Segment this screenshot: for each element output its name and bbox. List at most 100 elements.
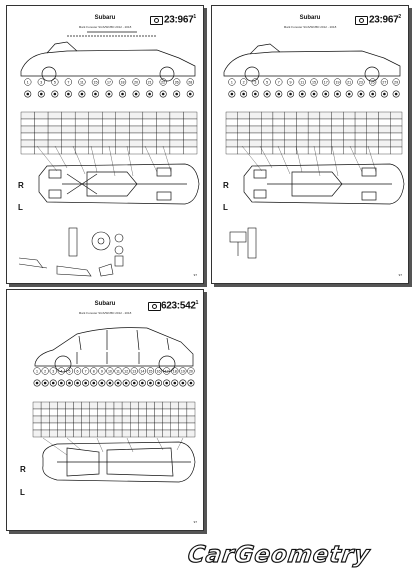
table-cell	[57, 401, 66, 410]
table-cell	[20, 139, 35, 148]
sheet-1-brand: Subaru	[94, 15, 116, 21]
table-cell	[272, 125, 285, 134]
sheet-1: Subaru Mark Forester SGS/SK/BD 2012 - 20…	[6, 5, 204, 284]
table-cell	[186, 401, 196, 410]
table-cell	[97, 415, 107, 424]
car-top-view-2	[243, 163, 405, 205]
mount-type-icon-core	[277, 92, 281, 96]
mount-type-icon-core	[312, 92, 316, 96]
point-number-circle	[105, 78, 113, 86]
table-cell	[154, 408, 163, 417]
table-cell	[331, 125, 344, 134]
point-number-circle	[91, 78, 100, 86]
point-number-circle	[114, 367, 122, 375]
table-cell	[296, 132, 309, 141]
point-number-circle	[73, 367, 82, 375]
point-number-circle	[186, 78, 194, 86]
table-cell	[249, 132, 262, 141]
table-cell	[183, 125, 198, 134]
table-cell	[249, 118, 262, 127]
point-number: 7	[67, 80, 69, 84]
side-label-r: R	[223, 181, 229, 190]
table-cell	[74, 118, 89, 127]
side-label-r: R	[18, 181, 24, 190]
table-cell	[343, 111, 356, 120]
point-number: 21	[148, 80, 152, 84]
table-cell	[105, 429, 115, 438]
table-cell	[319, 132, 332, 141]
table-cell	[284, 146, 297, 155]
table-cell	[115, 139, 130, 148]
table-cell	[162, 415, 171, 424]
table-cell	[88, 111, 103, 120]
mount-type-icon-core	[94, 92, 97, 96]
table-cell	[249, 125, 262, 134]
point-number-circle	[154, 367, 163, 375]
table-cell	[130, 415, 139, 424]
car-side-view-2	[223, 43, 401, 82]
table-cell	[170, 408, 179, 417]
mount-type-icon-core	[92, 381, 96, 385]
mount-type-icon-core	[43, 381, 47, 385]
point-number-circle	[78, 78, 86, 86]
table-cell	[115, 132, 130, 141]
point-number-circle	[275, 78, 283, 86]
mount-type-icon-core	[67, 92, 70, 96]
table-cell	[237, 111, 250, 120]
table-cell	[65, 401, 74, 410]
table-cell	[138, 422, 147, 431]
table-cell	[32, 422, 42, 431]
table-cell	[146, 415, 155, 424]
table-cell	[261, 118, 274, 127]
table-cell	[390, 132, 403, 141]
table-cell	[47, 111, 62, 120]
table-cell	[154, 422, 163, 431]
table-cell	[331, 111, 344, 120]
side-label-l: L	[18, 203, 23, 212]
table-cell	[61, 132, 76, 141]
table-cell	[97, 408, 107, 417]
table-cell	[138, 429, 147, 438]
point-number-circle	[392, 78, 400, 86]
table-cell	[319, 139, 332, 148]
table-cell	[97, 422, 107, 431]
point-number: 16	[157, 369, 161, 373]
point-number-circle	[357, 78, 365, 86]
point-number-circle	[24, 78, 32, 86]
point-number: 20	[189, 369, 193, 373]
table-cell	[284, 118, 297, 127]
table-cell	[162, 401, 171, 410]
table-cell	[34, 118, 49, 127]
table-cell	[65, 415, 74, 424]
table-cell	[225, 118, 238, 127]
icon-row-2	[228, 90, 400, 98]
mount-type-icon-core	[35, 381, 39, 385]
table-cell	[156, 125, 171, 134]
sheet-2-brand: Subaru	[299, 15, 321, 21]
table-cell	[183, 132, 198, 141]
point-number: 9	[101, 369, 103, 373]
sheet-2: Subaru Mark Forester SGS/SK/BD 2012 - 20…	[211, 5, 409, 284]
table-cell	[331, 132, 344, 141]
sheet-1-code: 23:9671	[164, 14, 196, 26]
point-number-circle	[286, 78, 295, 86]
point-number: 3	[52, 369, 54, 373]
point-number-circle	[159, 78, 167, 86]
mount-type-icon-core	[107, 92, 111, 96]
point-number: 21	[347, 80, 351, 84]
table-cell	[225, 146, 238, 155]
table-cell	[261, 132, 274, 141]
point-number: 11	[80, 80, 84, 84]
table-cell	[154, 401, 163, 410]
point-number: 22	[161, 80, 165, 84]
icon-row-3	[33, 379, 195, 387]
table-cell	[61, 118, 76, 127]
table-cell	[178, 422, 188, 431]
detail-sketches-1	[18, 227, 124, 277]
table-cell	[378, 111, 391, 120]
table-cell	[183, 139, 198, 148]
table-cell	[169, 125, 184, 134]
